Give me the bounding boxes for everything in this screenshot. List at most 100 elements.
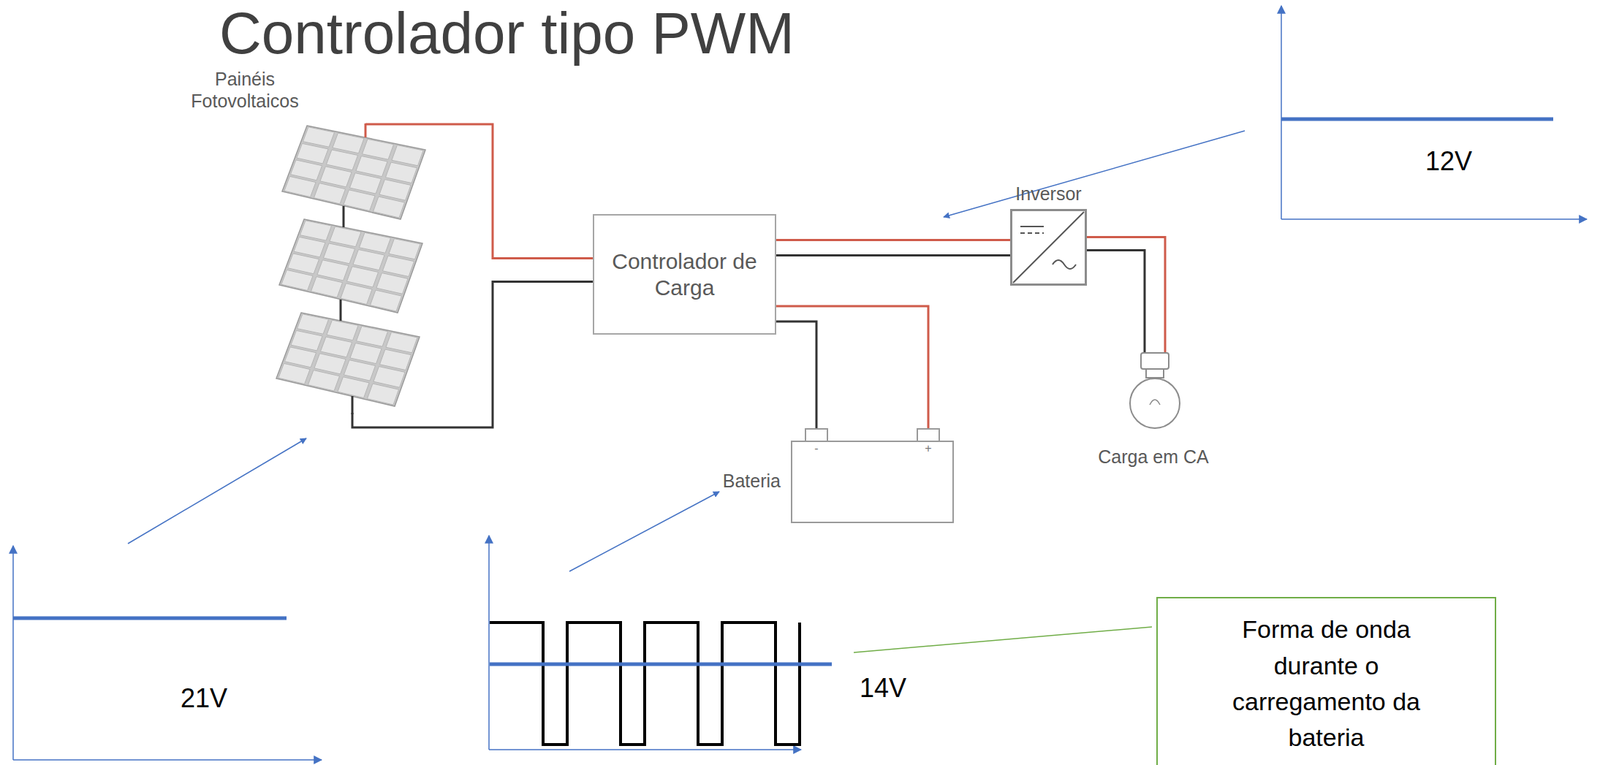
inverter-drawing: [1010, 209, 1087, 286]
pv-cell: [355, 325, 388, 347]
battery-terminal: [917, 429, 940, 442]
pv-cell: [284, 347, 316, 368]
pv-cell: [382, 255, 414, 277]
ac-load-lamp: Carga em CA: [1127, 352, 1179, 433]
panel-frame: [276, 312, 420, 407]
pv-cell: [326, 320, 359, 341]
pv-cell: [379, 349, 411, 370]
x-axis: [1281, 218, 1587, 221]
pv-cell: [290, 330, 323, 351]
positive-wire: [776, 239, 1011, 242]
pv-cell: [337, 377, 370, 399]
pv-cell: [388, 239, 421, 260]
negative-wire: [1086, 250, 1145, 354]
terminal-sign: -: [814, 442, 818, 456]
pv-cell: [376, 273, 408, 295]
voltage-value: 14V: [859, 673, 907, 704]
panel-link: [342, 206, 345, 228]
ac-symbol: [1052, 260, 1076, 269]
wire-pair: [352, 124, 593, 428]
positive-wire: [1086, 237, 1166, 354]
pv-cell: [340, 283, 373, 305]
pointer-arrow: [569, 491, 720, 572]
pv-cell: [320, 166, 352, 188]
y-axis: [12, 546, 14, 761]
inverter: Inversor: [1010, 209, 1087, 286]
pv-cell: [369, 290, 402, 312]
dc-symbol: [1020, 225, 1044, 228]
pv-cell: [296, 143, 329, 164]
pv-cell: [313, 183, 345, 204]
pv-cell: [299, 220, 332, 241]
x-axis: [488, 749, 802, 751]
positive-wire: [776, 306, 929, 430]
note-box: Forma de onda durante o carregamento da …: [1156, 597, 1497, 765]
pointer-arrow: [127, 438, 307, 544]
charge-controller: Controlador de Carga: [592, 214, 777, 335]
lamp-bulb: [1130, 378, 1180, 429]
pv-cell: [317, 260, 349, 281]
pv-cell: [310, 277, 343, 298]
leader-line: [853, 627, 1152, 653]
x-axis: [13, 759, 322, 761]
pv-cell: [366, 383, 399, 405]
pv-cell: [332, 133, 365, 154]
voltage-level: [13, 616, 287, 621]
node-caption: Inversor: [1015, 182, 1082, 205]
graph-12v: [1281, 5, 1587, 220]
panel-link: [339, 299, 343, 321]
pv-cell: [290, 160, 322, 181]
voltage-level: [1281, 117, 1554, 122]
node-caption: Bateria: [722, 469, 781, 492]
panels-drawing: [277, 120, 432, 428]
inverter-diagonal: [1013, 211, 1084, 283]
pv-cell: [358, 232, 391, 253]
pv-cell: [346, 266, 378, 288]
pwm-waveform: [489, 622, 800, 745]
pv-cell: [350, 343, 382, 365]
box-label: Controlador de Carga: [604, 248, 765, 302]
pv-cell: [314, 353, 346, 375]
pv-cell: [323, 243, 355, 264]
negative-wire: [776, 254, 1011, 257]
pv-cell: [302, 127, 335, 147]
pv-cell: [373, 366, 405, 389]
box-label: Forma de onda durante o carregamento da …: [1213, 611, 1440, 756]
battery-terminal: [805, 429, 828, 442]
pv-cell: [372, 196, 405, 218]
pv-cell: [391, 145, 424, 166]
pv-cell: [385, 162, 417, 183]
pv-cell: [281, 269, 313, 291]
pv-cell: [293, 236, 326, 258]
pv-cell: [355, 156, 388, 177]
lamp-socket: [1140, 353, 1169, 370]
wire-pair: [776, 306, 929, 430]
graph-pwm: [488, 535, 832, 750]
pv-cell: [379, 179, 411, 202]
pv-cell: [385, 332, 418, 354]
pv-cell: [343, 360, 375, 381]
wire-pair: [776, 240, 1011, 256]
average-level: [489, 662, 832, 667]
solar-panels: Painéis Fotovoltaicos: [277, 120, 432, 428]
pv-cell: [349, 173, 381, 194]
negative-wire: [776, 321, 817, 430]
wire-pair: [1086, 237, 1166, 354]
battery-body: [791, 441, 954, 523]
pointer-arrow: [943, 130, 1245, 218]
dc-symbol: [1020, 232, 1044, 234]
pv-cell: [361, 138, 394, 160]
pv-cell: [325, 149, 358, 171]
terminal-sign: +: [924, 442, 932, 456]
pv-cell: [284, 176, 316, 197]
panel-frame: [282, 125, 426, 220]
graph-21v: [13, 546, 322, 761]
pv-cell: [278, 363, 310, 384]
voltage-value: 21V: [180, 683, 228, 715]
pv-cell: [287, 253, 319, 275]
pv-cell: [296, 314, 329, 335]
lamp-drawing: [1127, 352, 1179, 433]
panel-lead: [351, 396, 354, 415]
pv-cell: [307, 370, 340, 392]
